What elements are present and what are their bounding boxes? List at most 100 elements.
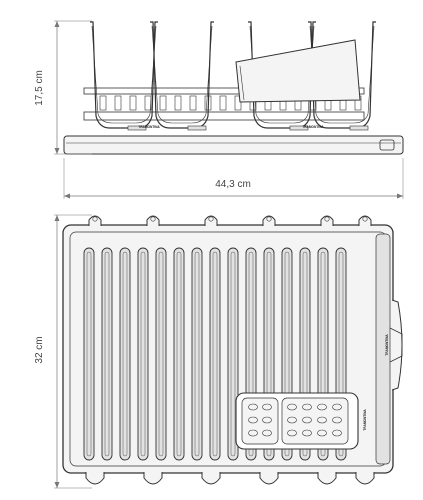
depth-dimension-label: 32 cm: [34, 336, 45, 363]
drying-slot-inner: [230, 251, 236, 457]
tray-drain-hole: [248, 403, 258, 411]
drying-slot-inner: [122, 251, 128, 457]
width-dimension: [63, 158, 404, 199]
prong-frame-2-inner: [151, 25, 213, 124]
side-brand-label-left: TRAMONTINA: [138, 125, 160, 129]
drying-slot-inner: [194, 251, 200, 457]
prong-frame-3-inner: [249, 25, 315, 124]
side-view: TRAMONTINA TRAMONTINA: [63, 21, 404, 155]
prong-foot: [289, 125, 309, 131]
tray-drain-hole: [317, 416, 327, 424]
base-tray-spout: [379, 139, 395, 151]
prong-frame-4: [308, 21, 376, 129]
top-hook-hole: [362, 216, 368, 222]
base-rail-top: [83, 87, 365, 95]
tray-brand-label: TRAMONTINA: [363, 409, 367, 431]
depth-dimension: [54, 214, 92, 489]
drying-slot-inner: [266, 251, 272, 457]
height-dimension: [54, 20, 92, 155]
tray-drain-hole: [287, 416, 297, 424]
arrow-head: [54, 148, 60, 154]
rail-window: [189, 95, 197, 111]
drying-slot-inner: [338, 251, 344, 457]
prong-frame-3: [248, 21, 316, 129]
cutlery-tray-section-right: [281, 397, 349, 445]
tray-drain-hole: [302, 416, 312, 424]
tray-drain-hole: [332, 416, 342, 424]
tray-drain-hole: [317, 403, 327, 411]
drying-slot: [209, 247, 221, 461]
tray-drain-hole: [262, 429, 272, 437]
top-hook-hole: [150, 216, 156, 222]
prong-frame-1-inner: [91, 25, 157, 124]
side-view-cutlery-holder: [235, 39, 361, 103]
prong-foot: [349, 125, 369, 131]
drying-slot-inner: [248, 251, 254, 457]
rail-window: [219, 95, 227, 111]
drain-spout-outlet: [389, 327, 403, 363]
bottom-hook: [85, 472, 105, 485]
drying-slot-inner: [284, 251, 290, 457]
drying-slot-inner: [104, 251, 110, 457]
tray-drain-hole: [317, 429, 327, 437]
prong-frame-4-inner: [309, 25, 375, 124]
side-view-prongs: [90, 21, 376, 131]
width-dimension-label: 44,3 cm: [215, 179, 251, 190]
top-view: TRAMONTINA TRAMONTINA: [62, 215, 403, 485]
bottom-hook: [201, 472, 221, 485]
top-view-hooks: [85, 215, 375, 485]
drying-slot: [137, 247, 149, 461]
rail-window: [129, 95, 137, 111]
bottom-hook: [259, 472, 279, 485]
drying-slot: [155, 247, 167, 461]
drying-slot-inner: [86, 251, 92, 457]
top-hook-hole: [266, 216, 272, 222]
base-rail-bottom: [83, 111, 365, 121]
tray-drain-hole: [302, 429, 312, 437]
top-hook-hole: [92, 216, 98, 222]
prong-frame-1: [90, 21, 158, 129]
drying-slot-inner: [302, 251, 308, 457]
rail-window: [99, 95, 107, 111]
bottom-hook: [317, 472, 337, 485]
tray-drain-hole: [302, 403, 312, 411]
cutlery-tray-section-left: [241, 397, 279, 445]
drain-spout-lip: [391, 299, 403, 391]
cutlery-holder-edge: [239, 65, 245, 101]
top-view-drain-spout: [389, 299, 403, 391]
drying-slot-inner: [320, 251, 326, 457]
arrow-head: [54, 482, 60, 488]
rail-window: [174, 95, 182, 111]
rail-window: [234, 95, 242, 111]
rail-window: [114, 95, 122, 111]
rail-window: [144, 95, 152, 111]
drying-slot-inner: [212, 251, 218, 457]
arrow-head: [64, 193, 70, 199]
tray-drain-hole: [332, 403, 342, 411]
prong-foot: [127, 125, 147, 131]
top-view-cutlery-tray: [235, 392, 359, 450]
tray-drain-hole: [287, 429, 297, 437]
arrow-head: [397, 193, 403, 199]
drying-slot: [83, 247, 95, 461]
prong-foot: [187, 125, 207, 131]
tray-drain-hole: [332, 429, 342, 437]
drying-slot: [101, 247, 113, 461]
top-hook-hole: [208, 216, 214, 222]
base-tray-body: [63, 135, 404, 155]
arrow-head: [54, 21, 60, 27]
drying-slot: [119, 247, 131, 461]
tray-drain-hole: [248, 429, 258, 437]
top-hook-hole: [324, 216, 330, 222]
bottom-hook: [355, 472, 375, 485]
tray-drain-hole: [262, 403, 272, 411]
height-dimension-label: 17,5 cm: [34, 70, 45, 106]
drying-slot: [173, 247, 185, 461]
tray-drain-hole: [248, 416, 258, 424]
drying-slot-inner: [140, 251, 146, 457]
arrow-head: [54, 215, 60, 221]
drying-slot: [191, 247, 203, 461]
drying-slot-inner: [158, 251, 164, 457]
top-brand-label: TRAMONTINA: [385, 334, 389, 356]
